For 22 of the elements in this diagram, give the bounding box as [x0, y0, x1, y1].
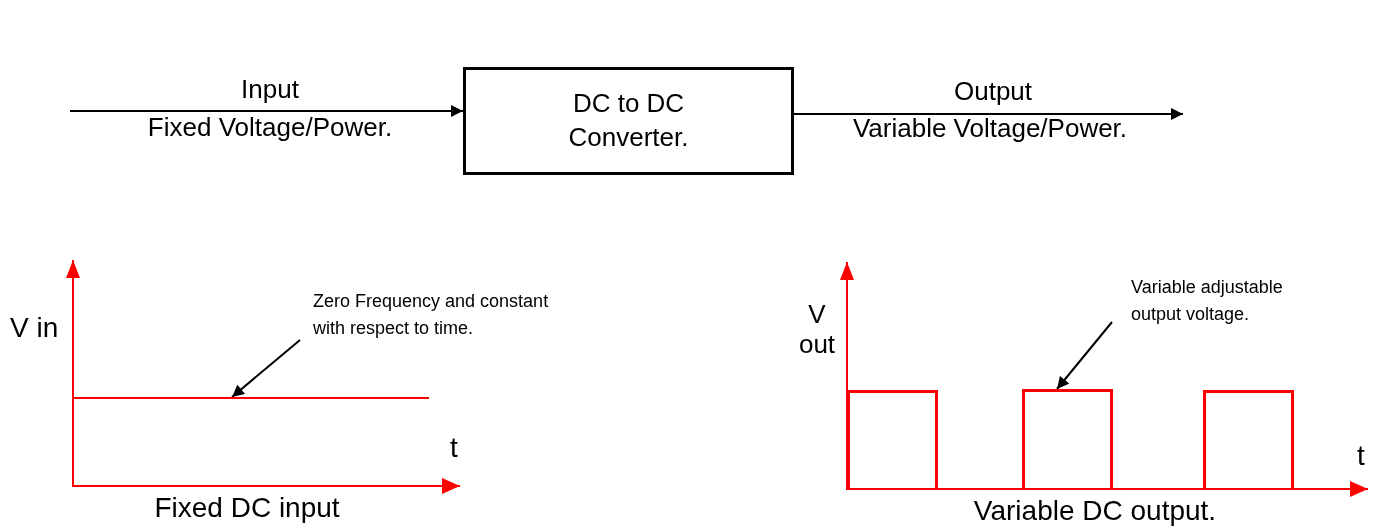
pulse: [1022, 389, 1113, 490]
axis-label: t: [1357, 440, 1365, 473]
input-label: Fixed Voltage/Power.: [147, 113, 393, 143]
axis-title: Fixed DC input: [154, 492, 340, 525]
arrow: [69, 105, 464, 117]
dc-level-line: [74, 397, 429, 399]
box-label: DC to DC Converter.: [567, 87, 690, 154]
axis-label: V out: [797, 300, 837, 360]
axis-label: t: [450, 432, 458, 465]
process-box: [463, 67, 794, 175]
pulse: [847, 390, 938, 490]
input-label: Input: [241, 75, 299, 105]
output-label: Variable Voltage/Power.: [852, 114, 1128, 144]
leader-arrow: [1056, 321, 1113, 390]
axis-title: Variable DC output.: [973, 495, 1217, 528]
leader-arrow: [231, 339, 301, 398]
output-label: Output: [953, 77, 1033, 107]
annotation-text: Zero Frequency and constant with respect to time.: [313, 290, 550, 340]
annotation-text: Variable adjustable output voltage.: [1131, 276, 1284, 326]
arrow: [793, 108, 1184, 120]
axis-label: V in: [10, 312, 59, 345]
pulse: [1203, 390, 1294, 490]
